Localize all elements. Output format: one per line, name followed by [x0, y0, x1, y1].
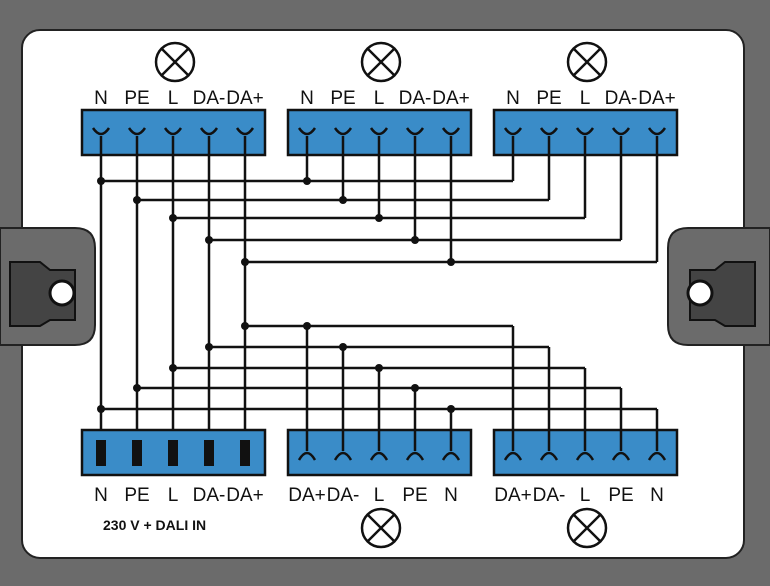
junction-dot	[303, 177, 311, 185]
clamp-icon	[297, 127, 317, 136]
input-caption: 230 V + DALI IN	[103, 517, 206, 533]
clamp-icon	[369, 127, 389, 136]
clamp-icon	[575, 127, 595, 136]
lamp-icon	[566, 41, 608, 83]
pin-label: PE	[124, 88, 149, 109]
pin-label: DA-	[327, 485, 360, 506]
lamp-cross	[572, 47, 602, 77]
plug-pin-icon	[204, 440, 214, 466]
lamp-cross	[366, 47, 396, 77]
clamp-icon	[503, 127, 523, 136]
pin-label: DA-	[399, 88, 432, 109]
pin-label: N	[94, 485, 108, 506]
clamp-icon	[163, 127, 183, 136]
clamp-icon	[333, 127, 353, 136]
pin-label: DA-	[193, 485, 226, 506]
clamp-icon	[91, 127, 111, 136]
junction-dot	[169, 364, 177, 372]
pin-label: DA+	[226, 88, 264, 109]
terminal-block-top	[286, 108, 473, 157]
junction-dot	[241, 258, 249, 266]
pin-label: DA-	[533, 485, 566, 506]
clamp-icon	[575, 451, 595, 461]
clamp-icon	[611, 451, 631, 461]
screw-hole-icon	[48, 279, 76, 307]
junction-dot	[169, 214, 177, 222]
pin-label: N	[94, 88, 108, 109]
clamp-icon	[127, 127, 147, 136]
pin-label: DA-	[605, 88, 638, 109]
lamp-cross	[572, 513, 602, 543]
pin-label: N	[650, 485, 664, 506]
lamp-icon	[360, 507, 402, 549]
right-mount-tab	[667, 227, 770, 346]
pin-label: DA+	[494, 485, 532, 506]
clamp-icon	[405, 451, 425, 461]
screw-hole-icon	[686, 279, 714, 307]
pin-label: PE	[330, 88, 355, 109]
clamp-icon	[405, 127, 425, 136]
junction-dot	[97, 177, 105, 185]
junction-dot	[375, 364, 383, 372]
pin-label: L	[580, 88, 591, 109]
pin-label: DA+	[432, 88, 470, 109]
pin-label: PE	[608, 485, 633, 506]
junction-dot	[339, 343, 347, 351]
clamp-icon	[647, 451, 667, 461]
clamp-icon	[333, 451, 353, 461]
junction-dot	[375, 214, 383, 222]
clamp-icon	[441, 451, 461, 461]
junction-dot	[447, 258, 455, 266]
pin-label: DA+	[288, 485, 326, 506]
pin-label: DA+	[226, 485, 264, 506]
junction-dot	[339, 196, 347, 204]
pin-label: DA-	[193, 88, 226, 109]
clamp-icon	[539, 127, 559, 136]
pin-label: N	[506, 88, 520, 109]
junction-dot	[411, 236, 419, 244]
clamp-icon	[297, 451, 317, 461]
pin-label: L	[374, 88, 385, 109]
clamp-icon	[441, 127, 461, 136]
clamp-icon	[611, 127, 631, 136]
junction-dot	[97, 405, 105, 413]
lamp-cross	[160, 47, 190, 77]
pin-label: PE	[536, 88, 561, 109]
pin-label: L	[168, 485, 179, 506]
pin-label: L	[374, 485, 385, 506]
lamp-icon	[154, 41, 196, 83]
junction-dot	[411, 384, 419, 392]
plug-pin-icon	[240, 440, 250, 466]
junction-dot	[303, 322, 311, 330]
pin-label: PE	[402, 485, 427, 506]
lamp-cross	[366, 513, 396, 543]
clamp-icon	[503, 451, 523, 461]
clamp-icon	[235, 127, 255, 136]
plug-pin-icon	[168, 440, 178, 466]
lamp-icon	[566, 507, 608, 549]
plug-pin-icon	[132, 440, 142, 466]
pin-label: L	[580, 485, 591, 506]
clamp-icon	[199, 127, 219, 136]
left-mount-tab	[0, 227, 96, 346]
junction-dot	[133, 384, 141, 392]
pin-label: N	[300, 88, 314, 109]
pin-label: DA+	[638, 88, 676, 109]
lamp-icon	[360, 41, 402, 83]
pin-label: N	[444, 485, 458, 506]
junction-dot	[133, 196, 141, 204]
clamp-icon	[647, 127, 667, 136]
pin-label: L	[168, 88, 179, 109]
clamp-icon	[539, 451, 559, 461]
junction-dot	[205, 236, 213, 244]
junction-dot	[241, 322, 249, 330]
plug-pin-icon	[96, 440, 106, 466]
pin-label: PE	[124, 485, 149, 506]
junction-dot	[447, 405, 455, 413]
junction-dot	[205, 343, 213, 351]
clamp-icon	[369, 451, 389, 461]
